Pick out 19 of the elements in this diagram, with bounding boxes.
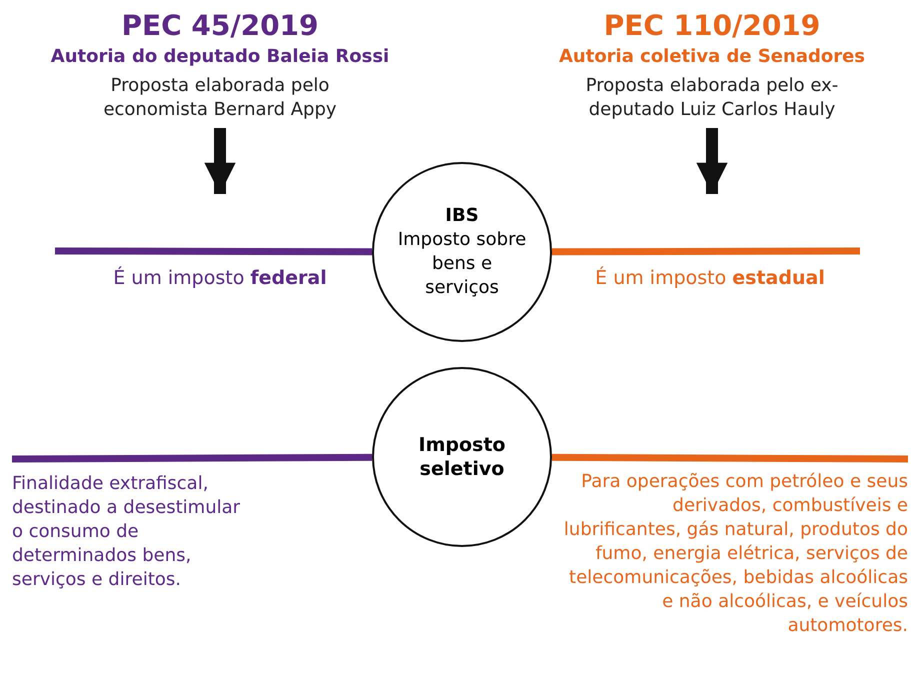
topic-description: Imposto sobre bens e serviços (396, 228, 528, 300)
topic-title: IBS (444, 204, 480, 228)
connector-line (552, 454, 908, 462)
connector-line (54, 248, 372, 256)
description-text: Proposta elaborada pelo ex-deputado Luiz Carlos Hauly (584, 74, 840, 122)
title-text: PEC 45/2019 (120, 8, 320, 44)
author-subtitle: Autoria do deputado Baleia Rossi (50, 45, 390, 69)
description-text: Proposta elaborada pelo economista Bernard Appy (102, 74, 338, 122)
author-subtitle: Autoria coletiva de Senadores (558, 45, 866, 69)
topic-title: Imposto seletivo (418, 433, 506, 481)
title-text: PEC 110/2019 (602, 8, 822, 44)
connector-line (12, 454, 372, 462)
description-text: Finalidade extrafiscal, destinado a desestimular o consumo de determinados bens, serviços e direitos. (12, 472, 242, 592)
down-arrow (696, 128, 728, 194)
tax-note: É um imposto estadual (594, 266, 826, 290)
description-text: Para operações com petróleo e seus derivados, combustíveis e lubrificantes, gás natural, produtos do fumo, energia elétrica, serviços de telecomunicações, bebidas alcoólicas e não alcoólicas, e veículos automotores. (562, 470, 908, 638)
connector-line (552, 248, 860, 256)
down-arrow (204, 128, 236, 194)
tax-note: É um imposto federal (112, 266, 328, 290)
